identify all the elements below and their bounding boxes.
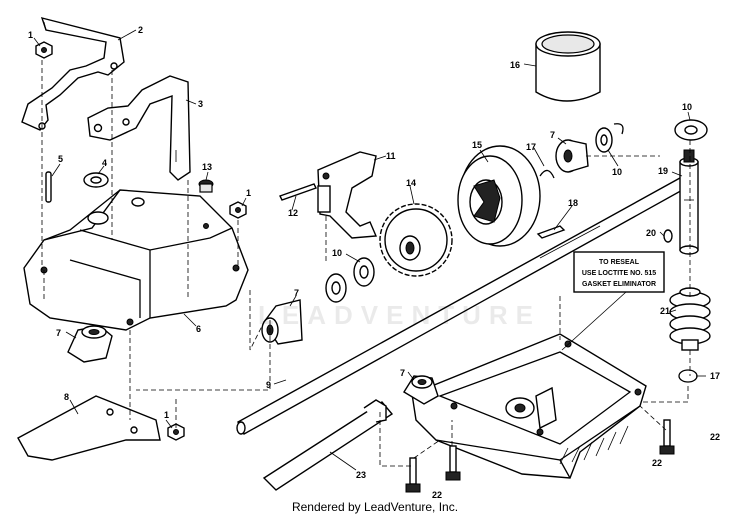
- label-7-lower: 7: [400, 368, 405, 378]
- bushing-part-7-lower: [403, 375, 439, 405]
- label-9: 9: [266, 380, 271, 390]
- clip-part-17-upper: [539, 169, 555, 179]
- label-22-left: 22: [432, 490, 442, 500]
- washer-part-4: [83, 172, 109, 188]
- diagram-canvas: TO RESEAL USE LOCTITE NO. 515 GASKET ELI…: [17, 17, 720, 500]
- label-8: 8: [64, 392, 69, 402]
- label-1-middle: 1: [246, 188, 251, 198]
- label-6: 6: [196, 324, 201, 334]
- label-11: 11: [386, 151, 396, 161]
- reseal-note-box: TO RESEAL USE LOCTITE NO. 515 GASKET ELI…: [573, 251, 665, 293]
- bolt-part-22-left: [405, 457, 421, 493]
- label-13: 13: [202, 162, 212, 172]
- label-4: 4: [102, 158, 107, 168]
- plate-part-8: [17, 395, 161, 461]
- note-line-2: USE LOCTITE NO. 515: [582, 270, 656, 277]
- label-19: 19: [658, 166, 668, 176]
- watermark-text: LEADVENTURE: [258, 300, 542, 330]
- label-12: 12: [288, 208, 298, 218]
- label-21: 21: [660, 306, 670, 316]
- bearing-cup-part-16: [535, 31, 601, 102]
- label-17-lower: 17: [710, 371, 720, 381]
- label-18: 18: [568, 198, 578, 208]
- upper-housing-part-6: [23, 189, 249, 331]
- leader-lines: [33, 29, 706, 471]
- label-7-left: 7: [56, 328, 61, 338]
- washer-part-10-left: [325, 257, 375, 303]
- label-2: 2: [138, 25, 143, 35]
- label-23: 23: [356, 470, 366, 480]
- label-22-right: 22: [652, 458, 662, 468]
- washer-part-10-top: [674, 119, 708, 141]
- label-10-top: 10: [682, 102, 692, 112]
- bushing-part-7-left: [67, 325, 113, 363]
- label-22-far-right: 22: [710, 432, 720, 442]
- bolt-part-22-middle: [445, 445, 461, 481]
- label-14: 14: [406, 178, 416, 188]
- label-1-bottom: 1: [164, 410, 169, 420]
- plug-part-13: [198, 179, 214, 193]
- label-20: 20: [646, 228, 656, 238]
- label-5: 5: [58, 154, 63, 164]
- gear-part-14: [379, 203, 453, 277]
- key-part-18: [536, 225, 566, 239]
- worm-part-21: [669, 287, 711, 351]
- bushing-part-7-upper: [555, 139, 589, 173]
- label-15: 15: [472, 140, 482, 150]
- label-7-center: 7: [294, 288, 299, 298]
- label-10-right: 10: [612, 167, 622, 177]
- bushing-part-7-center: [261, 299, 303, 345]
- footer-credit: Rendered by LeadVenture, Inc.: [291, 500, 459, 514]
- note-line-3: GASKET ELIMINATOR: [582, 281, 656, 288]
- part-labels: 1 2 3 4 5 6 7 8 1 13 1 12 11 14 10 7 9 2…: [28, 25, 720, 500]
- washer-part-10-right: [595, 123, 624, 153]
- note-line-1: TO RESEAL: [599, 259, 640, 266]
- label-7-upper: 7: [550, 130, 555, 140]
- pin-part-5: [45, 171, 52, 203]
- key-part-20: [663, 229, 673, 243]
- nut-part-1-middle: [229, 201, 247, 219]
- bolt-part-22-right: [659, 419, 675, 455]
- vertical-shaft-part-19: [679, 149, 699, 255]
- label-17-upper: 17: [526, 142, 536, 152]
- label-1-top: 1: [28, 30, 33, 40]
- lever-part-23: [262, 399, 394, 491]
- label-3: 3: [198, 99, 203, 109]
- pulley-part-15: [457, 145, 541, 247]
- clip-part-17-lower: [678, 369, 698, 383]
- assembly-dash-lines: [41, 60, 691, 467]
- lever-part-3: [87, 75, 191, 181]
- pin-part-12: [279, 183, 317, 201]
- label-10-left: 10: [332, 248, 342, 258]
- fork-part-11: [317, 151, 378, 239]
- lower-housing: [411, 333, 647, 479]
- label-16: 16: [510, 60, 520, 70]
